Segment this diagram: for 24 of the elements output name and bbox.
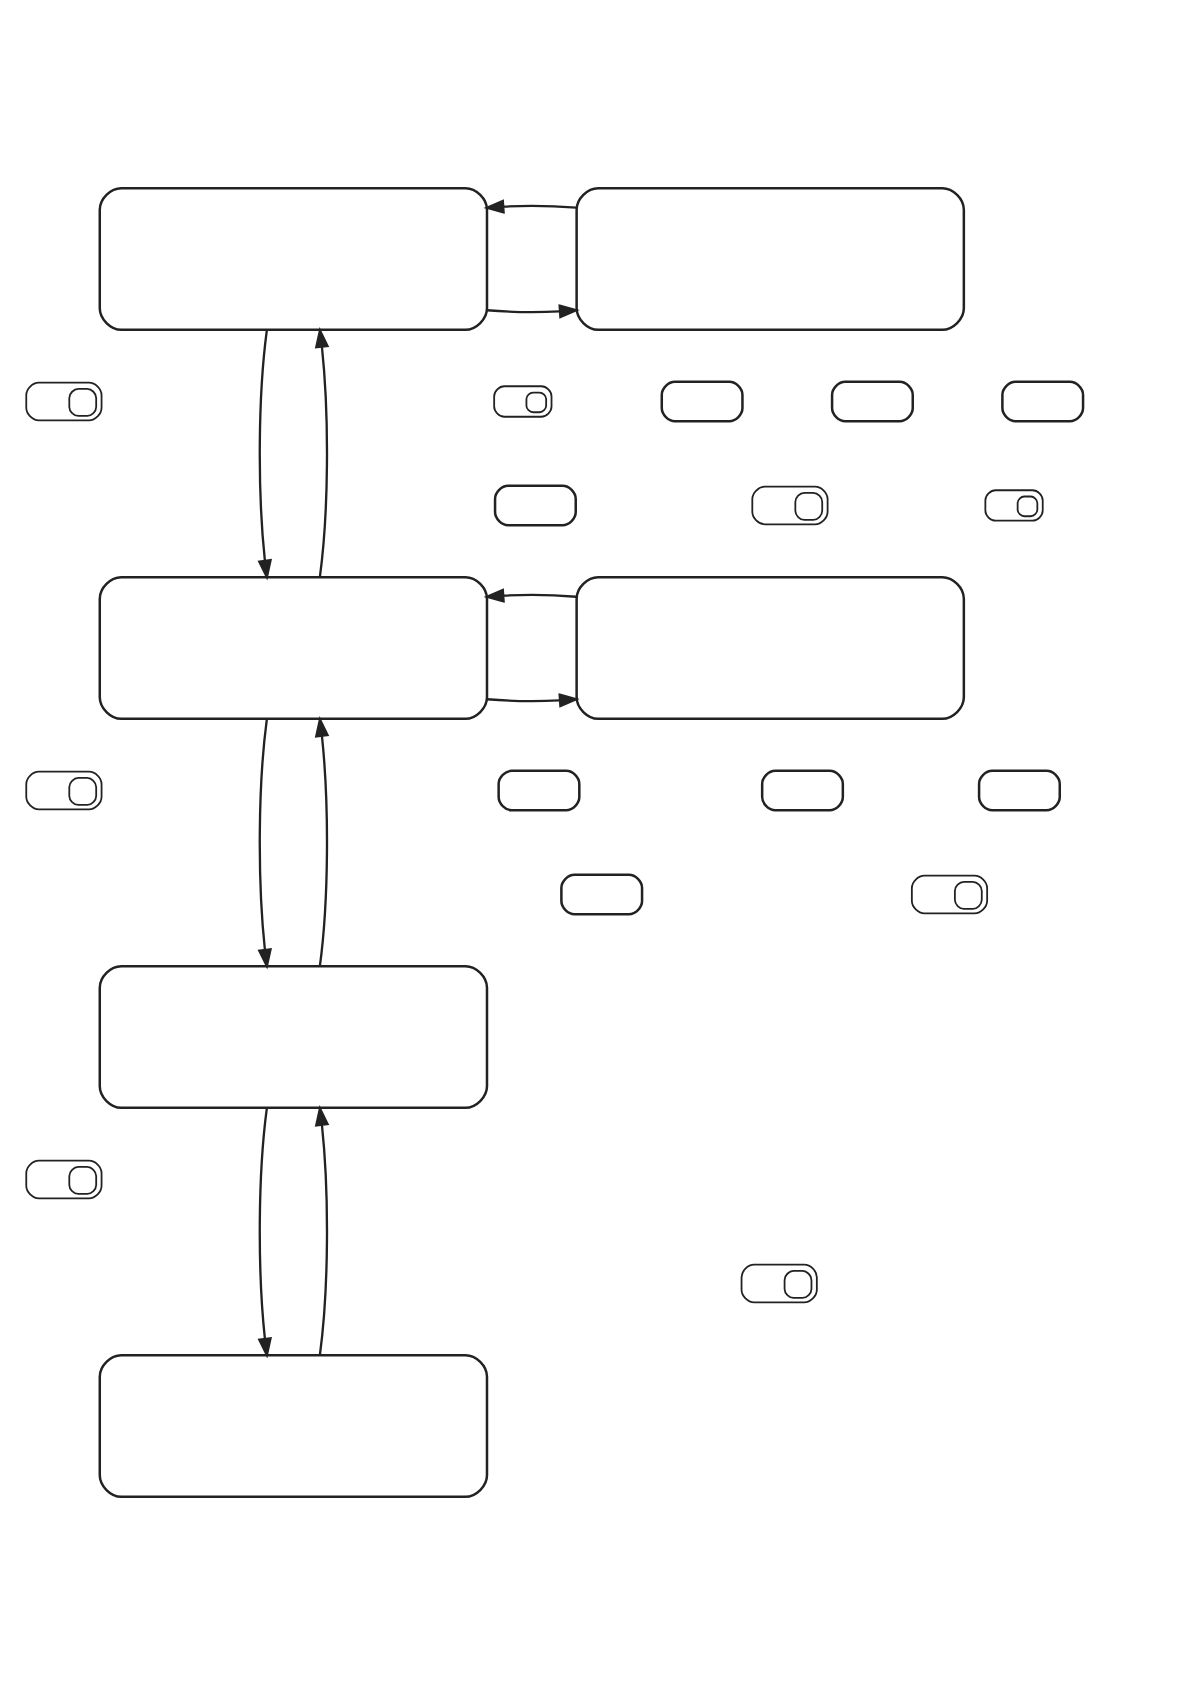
node-pill — [493, 484, 577, 526]
arrow — [257, 1107, 272, 1358]
arrow — [483, 198, 577, 214]
arrow — [314, 1104, 330, 1355]
node-pill — [660, 380, 744, 422]
arrow — [314, 326, 330, 577]
arrow — [314, 715, 330, 966]
node-pill — [830, 380, 914, 422]
node-pill — [497, 769, 581, 811]
node-box — [98, 575, 489, 720]
arrow — [487, 692, 580, 708]
node-box — [575, 575, 966, 720]
node-box — [98, 186, 489, 331]
node-pill — [560, 873, 644, 915]
arrow — [257, 329, 272, 580]
node-pill — [977, 769, 1061, 811]
node-pill — [1001, 380, 1085, 422]
arrow — [257, 718, 272, 969]
node-box — [98, 1353, 489, 1498]
node-box — [575, 186, 966, 331]
node-pill — [760, 769, 845, 811]
node-box — [98, 964, 489, 1109]
arrow — [483, 587, 577, 603]
arrow — [487, 303, 580, 319]
